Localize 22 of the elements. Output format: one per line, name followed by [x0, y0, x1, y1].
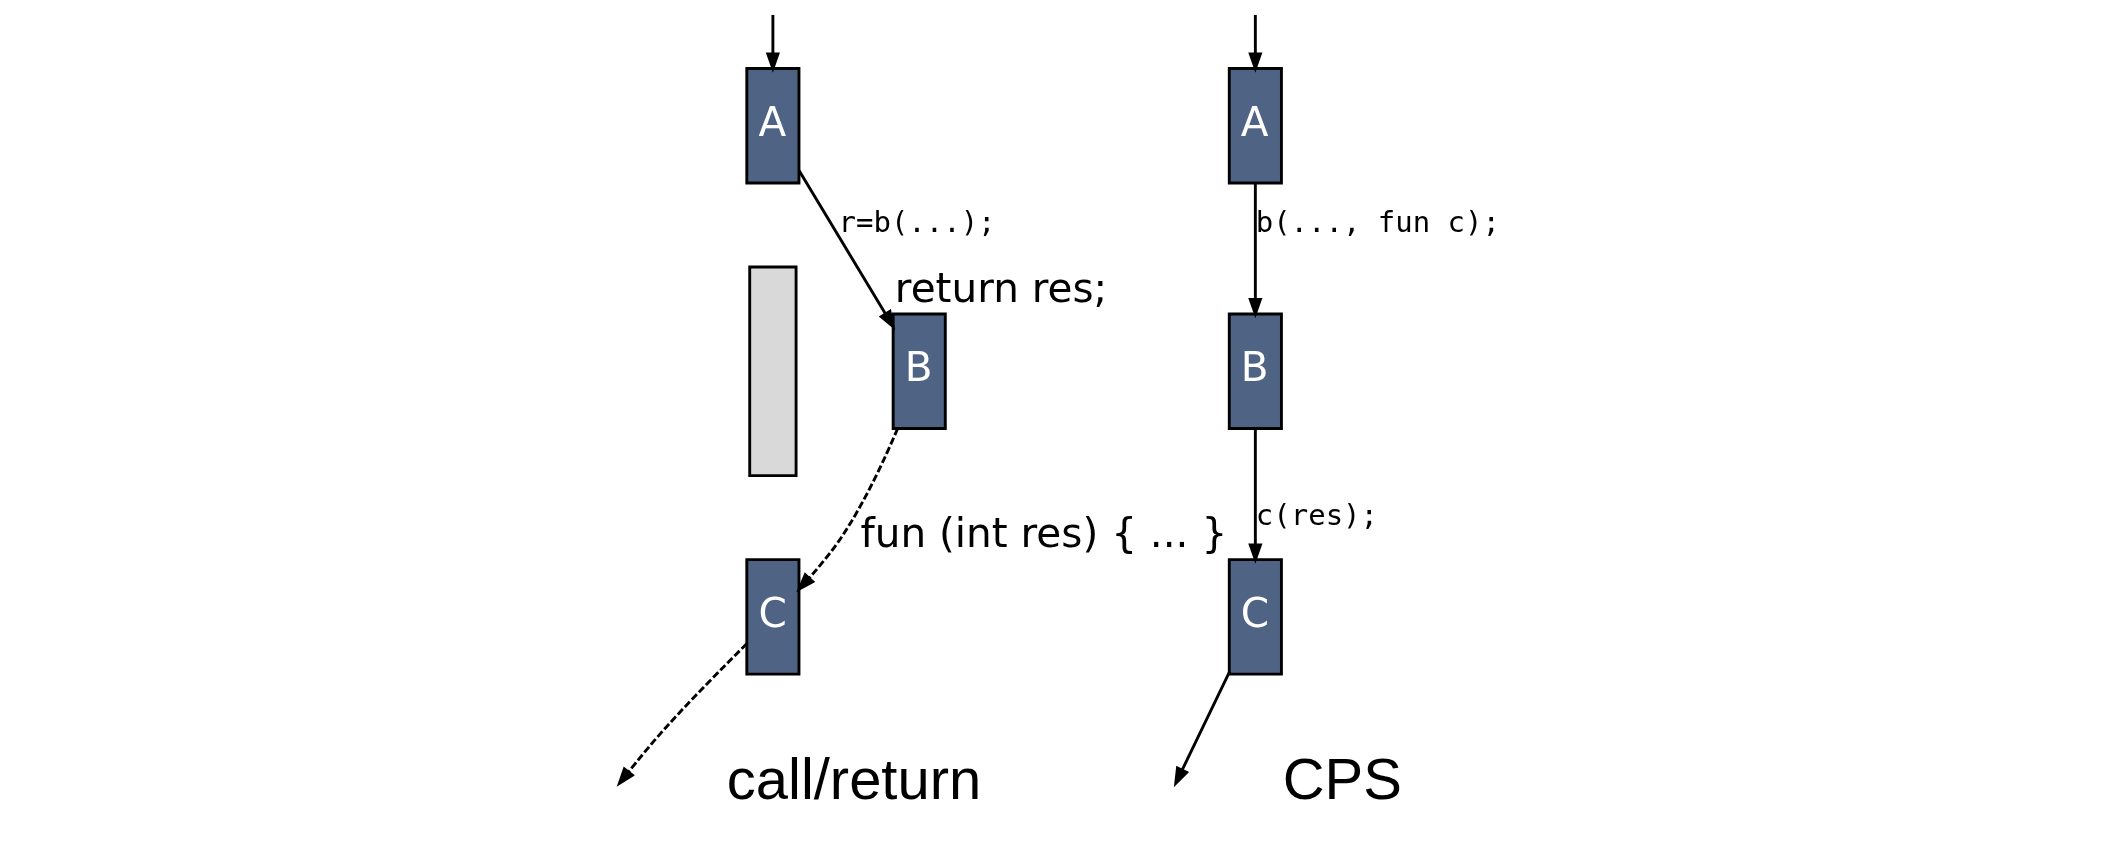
edge-label: r=b(...);	[838, 205, 996, 240]
arrow	[796, 428, 899, 593]
arrow	[1248, 183, 1263, 319]
node-bar	[748, 265, 798, 478]
node-label: fun (int res) { ... }	[860, 509, 1228, 558]
node-box: C	[745, 558, 801, 676]
arrow	[797, 169, 896, 331]
arrow	[616, 642, 748, 787]
edge-label: c(res);	[1255, 497, 1378, 532]
node-box: A	[1227, 67, 1283, 185]
edge-label: b(..., fun c);	[1255, 205, 1500, 240]
node-label: return res;	[894, 263, 1108, 312]
arrow	[1248, 429, 1263, 564]
arrow	[765, 14, 780, 73]
node-box: A	[745, 67, 801, 185]
label: call/return	[726, 747, 982, 812]
node-box: B	[1227, 312, 1283, 430]
label: CPS	[1282, 747, 1402, 812]
node-box: B	[891, 312, 947, 430]
arrow	[1173, 671, 1231, 788]
node-box: C	[1227, 558, 1283, 676]
arrow	[1248, 14, 1263, 73]
